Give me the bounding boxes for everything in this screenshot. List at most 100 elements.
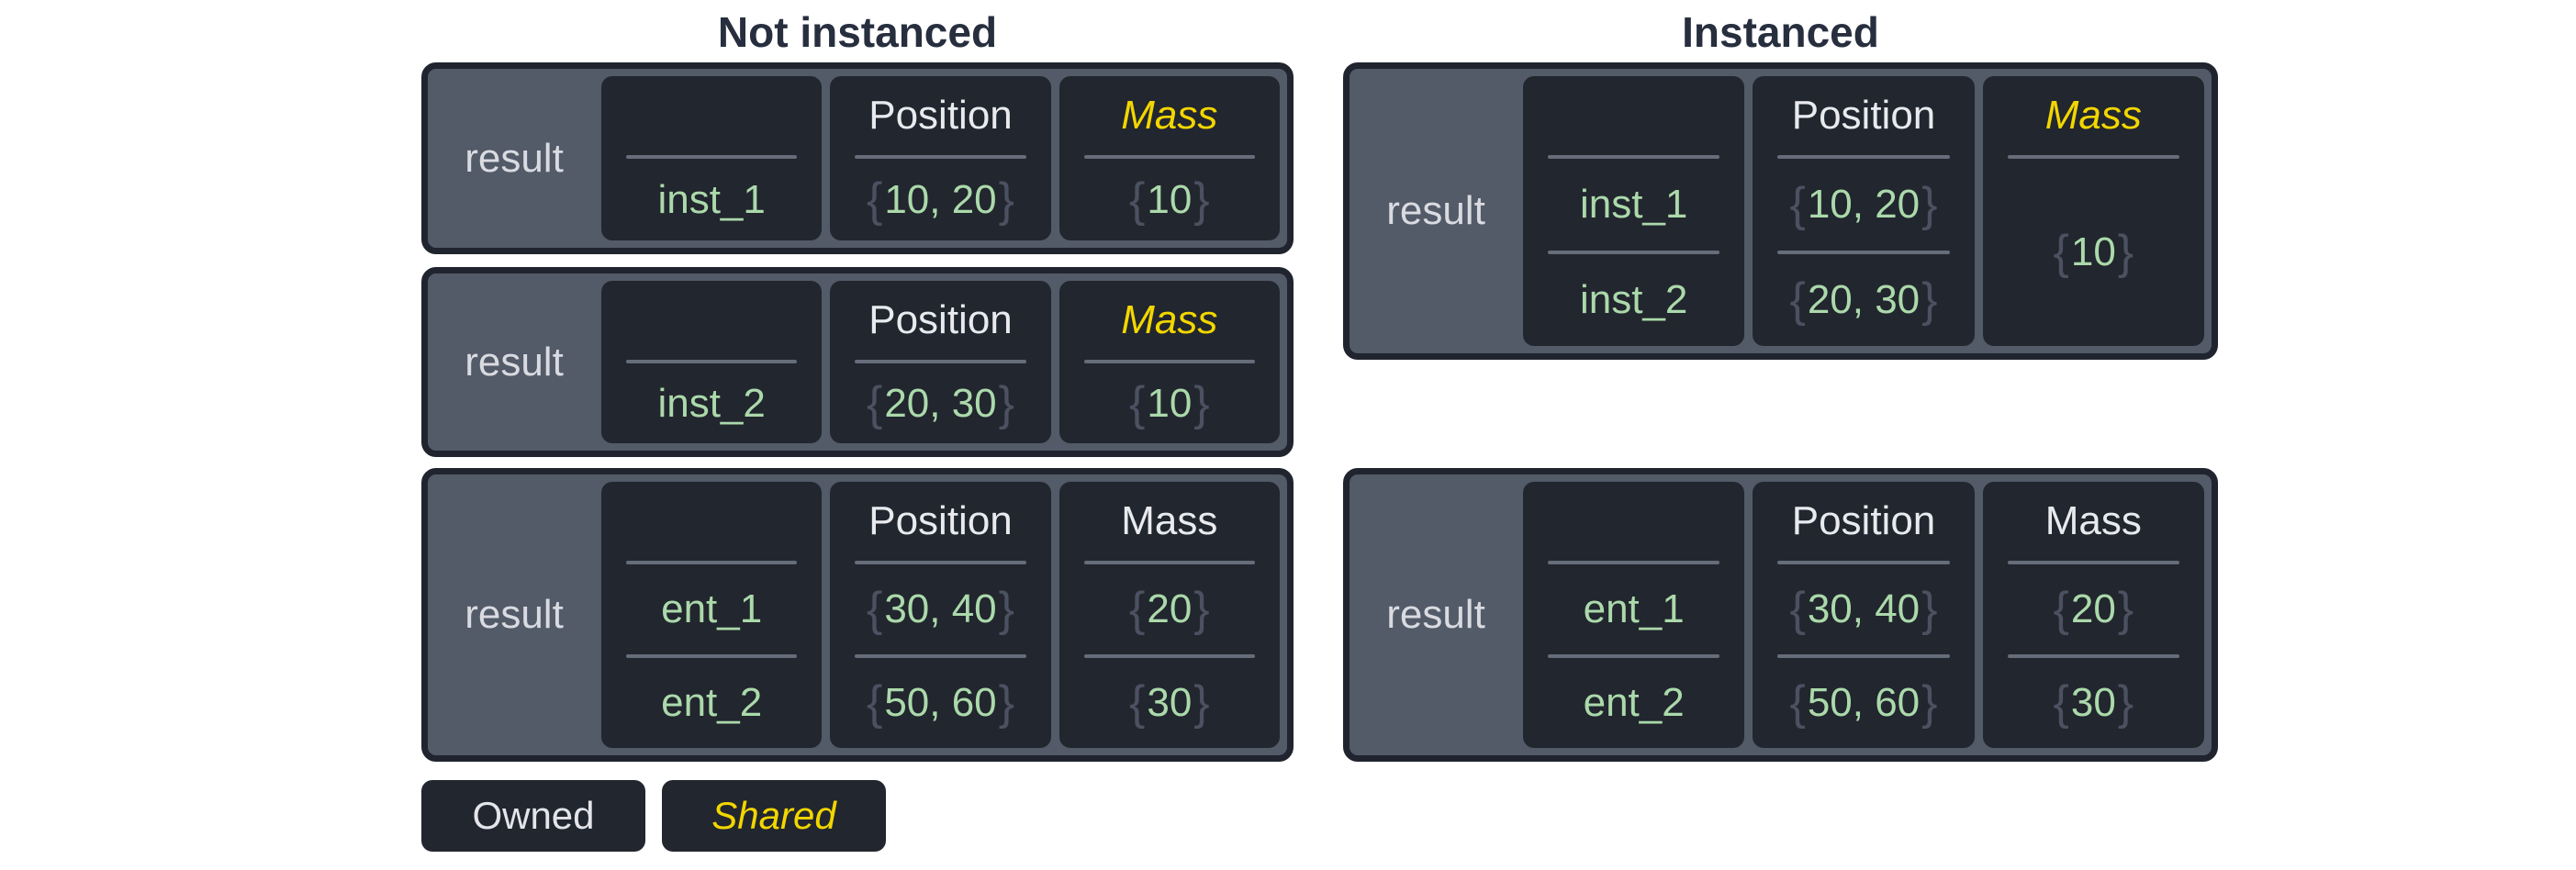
row-divider xyxy=(1083,654,1255,658)
value-body: 20, 30 xyxy=(884,380,997,426)
value-close-brace: } xyxy=(1193,376,1210,430)
value-body: 10, 20 xyxy=(884,176,997,222)
value-body: 30, 40 xyxy=(884,586,997,631)
cell-value: {20, 30} xyxy=(1753,254,1974,346)
cell-value: {30, 40} xyxy=(1753,564,1974,654)
value-open-brace: { xyxy=(2053,676,2069,730)
value-close-brace: } xyxy=(2117,226,2134,279)
value-close-brace: } xyxy=(1921,676,1938,730)
column-header-shared: Mass xyxy=(2044,93,2142,138)
result-label: result xyxy=(1386,188,1485,233)
column-header-shared: Mass xyxy=(1121,297,1218,342)
result-table-not-instanced-inst1: result inst_1 Position {10, 20} Mass {10… xyxy=(421,62,1294,254)
entity-name: inst_2 xyxy=(657,380,766,426)
row-divider xyxy=(626,654,798,658)
header-divider xyxy=(855,155,1026,159)
value-open-brace: { xyxy=(866,583,883,636)
value-close-brace: } xyxy=(998,173,1015,227)
value-close-brace: } xyxy=(998,376,1015,430)
header-divider xyxy=(1083,360,1255,363)
value-open-brace: { xyxy=(1128,376,1146,430)
column-header xyxy=(1523,76,1744,155)
value-close-brace: } xyxy=(1193,583,1210,636)
cell-value: {30, 40} xyxy=(830,564,1050,654)
entity-column: ent_1 ent_2 xyxy=(1523,482,1745,748)
cell-value: {10, 20} xyxy=(1753,159,1974,251)
cell-value: {20} xyxy=(1059,564,1280,654)
header-divider xyxy=(855,561,1026,564)
column-header: Mass xyxy=(2044,498,2142,543)
entity-column: inst_2 xyxy=(601,281,823,443)
position-column: Position {10, 20} {20, 30} xyxy=(1753,76,1975,346)
mass-column: Mass {10} xyxy=(1058,281,1280,443)
value-open-brace: { xyxy=(866,376,883,430)
entity-column: inst_1 inst_2 xyxy=(1523,76,1745,346)
result-label: result xyxy=(1386,592,1485,637)
header-divider xyxy=(1777,561,1950,564)
mass-column-shared: Mass {10} xyxy=(1982,76,2204,346)
value-open-brace: { xyxy=(1128,173,1146,227)
value-body: 10, 20 xyxy=(1807,182,1921,227)
section-title-not-instanced: Not instanced xyxy=(717,8,998,56)
header-divider xyxy=(1548,155,1720,159)
value-open-brace: { xyxy=(1789,178,1806,231)
result-label: result xyxy=(465,339,564,385)
value-open-brace: { xyxy=(866,173,883,227)
header-divider xyxy=(2007,155,2179,159)
column-header: Position xyxy=(868,93,1013,138)
position-column: Position {30, 40} {50, 60} xyxy=(830,482,1051,748)
entity-name: inst_1 xyxy=(657,176,766,222)
header-divider xyxy=(1083,155,1255,159)
value-body: 20 xyxy=(2070,586,2116,631)
entity-name: ent_1 xyxy=(661,586,763,631)
value-open-brace: { xyxy=(1128,583,1146,636)
cell-value: {30} xyxy=(1059,658,1280,748)
entity-column: inst_1 xyxy=(601,76,823,240)
entity-name: inst_2 xyxy=(1579,277,1688,322)
column-header xyxy=(601,482,822,561)
row-divider xyxy=(1548,251,1720,254)
column-header: Mass xyxy=(1121,498,1218,543)
value-body: 30 xyxy=(2070,680,2116,725)
row-divider xyxy=(2007,654,2179,658)
row-divider xyxy=(855,654,1026,658)
result-table-not-instanced-inst2: result inst_2 Position {20, 30} Mass {10… xyxy=(421,267,1294,457)
column-header xyxy=(601,76,822,155)
cell-value: {30} xyxy=(1983,658,2204,748)
mass-column: Mass {20} {30} xyxy=(1058,482,1280,748)
value-body: 10 xyxy=(1147,380,1193,426)
result-label: result xyxy=(465,592,564,637)
cell-value: {10} xyxy=(1059,363,1280,443)
value-body: 30 xyxy=(1147,680,1193,725)
header-divider xyxy=(855,360,1026,363)
value-close-brace: } xyxy=(1193,173,1210,227)
value-close-brace: } xyxy=(1921,583,1938,636)
value-open-brace: { xyxy=(2053,583,2069,636)
header-divider xyxy=(2007,561,2179,564)
mass-column-wrap: Mass {10} xyxy=(1982,76,2204,346)
entity-column: ent_1 ent_2 xyxy=(601,482,823,748)
cell-value: {10} xyxy=(1059,159,1280,240)
position-column: Position {10, 20} xyxy=(830,76,1051,240)
column-header: Position xyxy=(1791,93,1936,138)
legend-owned: Owned xyxy=(421,780,645,852)
value-close-brace: } xyxy=(2117,583,2134,636)
header-divider xyxy=(1083,561,1255,564)
cell-value: {20, 30} xyxy=(830,363,1050,443)
header-divider xyxy=(626,360,798,363)
value-open-brace: { xyxy=(1789,583,1806,636)
row-divider xyxy=(1777,654,1950,658)
entity-name: ent_2 xyxy=(661,680,763,725)
result-label: result xyxy=(465,135,564,181)
entity-name: ent_1 xyxy=(1583,586,1685,631)
column-header: Position xyxy=(1791,498,1936,543)
result-table-instanced-entities: result ent_1 ent_2 Position {30, 40} {50… xyxy=(1343,468,2218,762)
value-body: 10 xyxy=(1147,176,1193,222)
legend-shared: Shared xyxy=(662,780,886,852)
result-table-instanced-instances: result inst_1 inst_2 Position {10, 20} {… xyxy=(1343,62,2218,360)
cell-value: {10, 20} xyxy=(830,159,1050,240)
cell-value: {50, 60} xyxy=(830,658,1050,748)
header-divider xyxy=(1548,561,1720,564)
value-open-brace: { xyxy=(1789,273,1806,327)
